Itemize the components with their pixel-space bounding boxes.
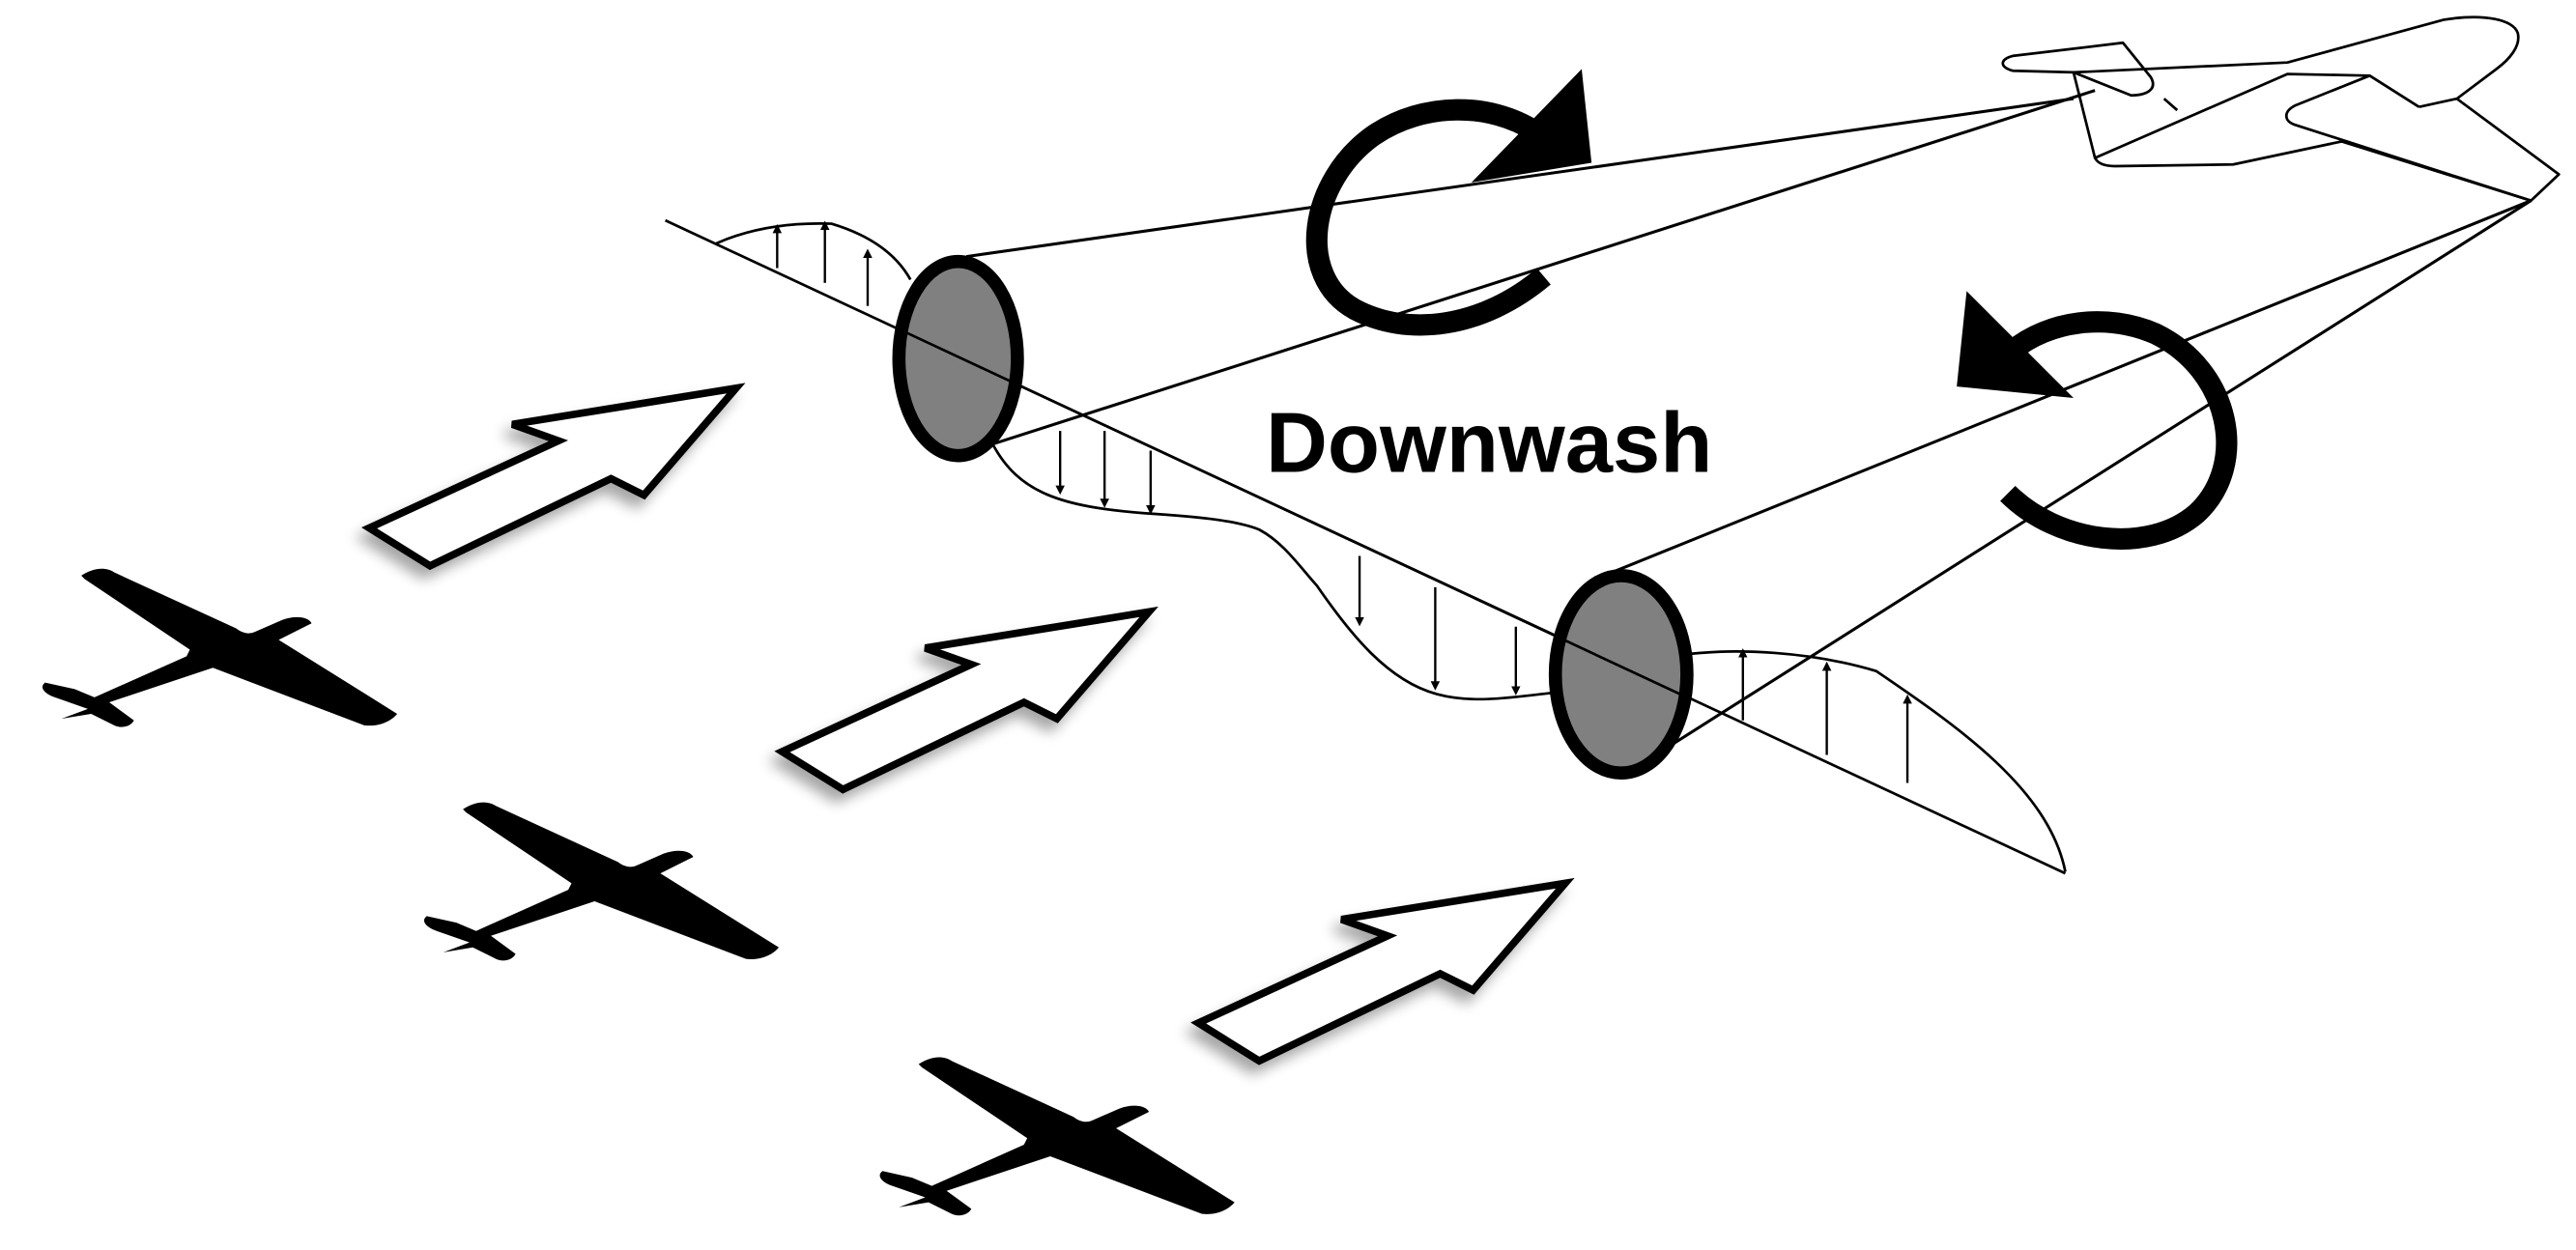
- downwash-label: Downwash: [1266, 395, 1712, 491]
- right-rotation-arrow: [1957, 291, 2238, 550]
- direction-arrow-1: [369, 388, 736, 566]
- right-vortex-core: [1548, 569, 1694, 781]
- lead-aircraft-outline: [2001, 15, 2561, 203]
- upwash-arrows-right: [1738, 648, 1912, 783]
- approaching-aircraft-3: [879, 1057, 1235, 1216]
- left-vortex-core: [892, 254, 1024, 463]
- vortex-trail-lines: [965, 89, 2533, 745]
- span-line-overlay: [904, 330, 1688, 699]
- direction-arrow-3: [1198, 883, 1565, 1061]
- direction-arrow-2: [782, 611, 1149, 789]
- upwash-arrows-left: [772, 220, 873, 306]
- left-rotation-arrow: [1305, 69, 1592, 336]
- downwash-arrows: [1055, 431, 1521, 696]
- approaching-aircraft-2: [423, 802, 780, 961]
- approaching-aircraft-1: [42, 568, 398, 727]
